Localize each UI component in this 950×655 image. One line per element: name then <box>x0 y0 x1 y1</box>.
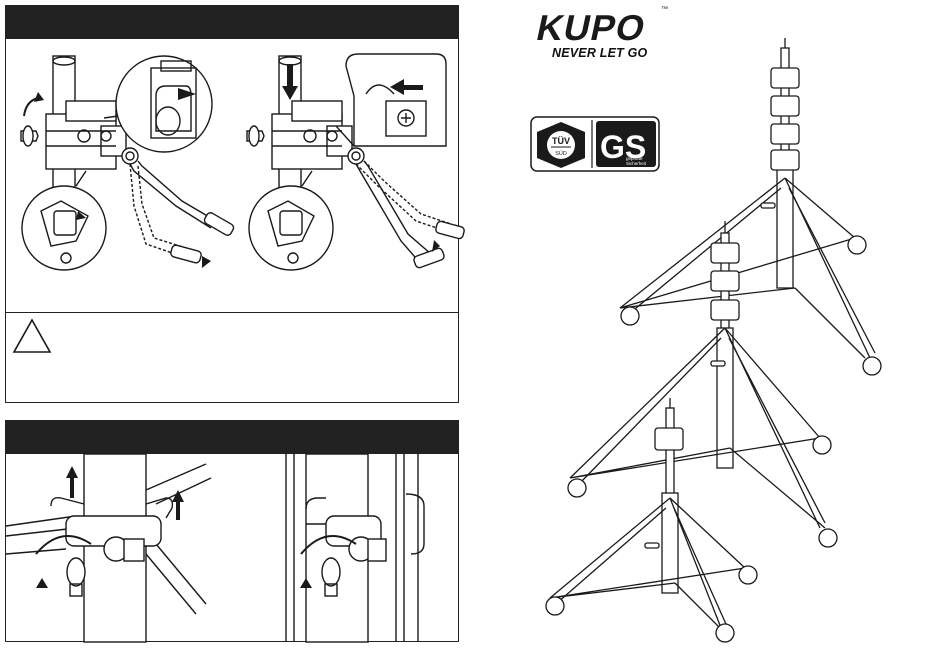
trademark-symbol: ™ <box>661 6 668 13</box>
instruction-panel-top: ! <box>5 5 459 403</box>
warning-symbol: ! <box>29 332 35 352</box>
instruction-panel-bottom <box>5 420 459 642</box>
warning-box: ! <box>6 312 458 402</box>
section-header-bar <box>6 421 458 454</box>
clamp-illustration-right <box>6 6 460 306</box>
warning-triangle-icon: ! <box>12 318 52 354</box>
roller-stands-illustration <box>535 38 945 650</box>
leg-bracket-illustration-right <box>6 454 460 642</box>
